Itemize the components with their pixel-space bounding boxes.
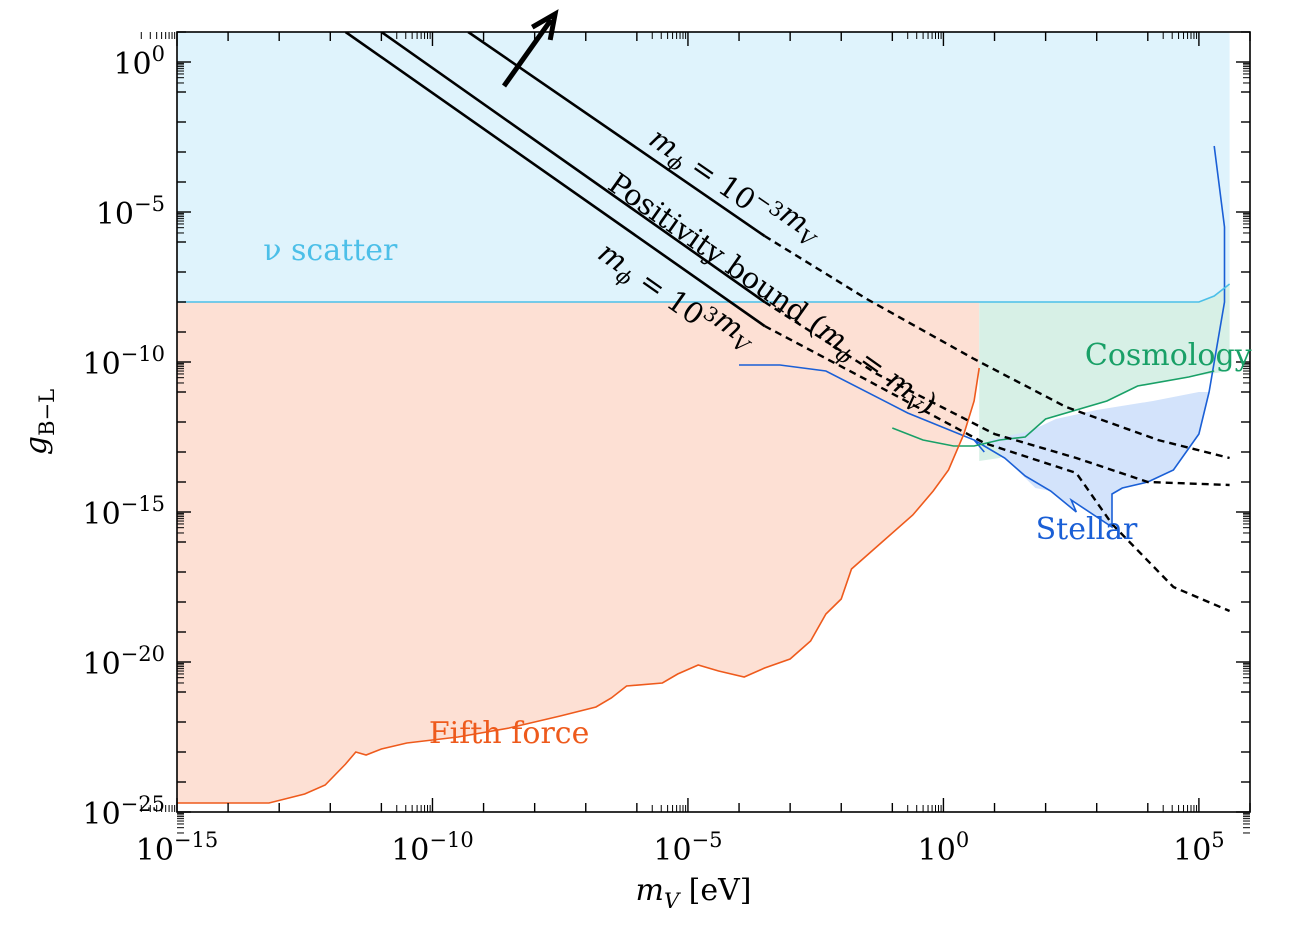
x-tick-label: 100 (918, 828, 970, 868)
region-fifth-force (177, 302, 980, 803)
region-label-fifth-force: Fifth force (429, 716, 590, 751)
y-tick-label: 10−5 (96, 192, 165, 232)
curve-cosmology-boundary (892, 370, 1215, 447)
y-tick-label: 10−15 (82, 492, 165, 532)
axes (140, 31, 1251, 834)
region-fills (177, 32, 1230, 803)
bound-lines (344, 32, 1231, 613)
region-boundaries (177, 145, 1231, 804)
x-tick-label: 10−15 (136, 828, 219, 868)
region-cosmology (979, 284, 1230, 461)
bound-line-dashed-2 (764, 324, 1231, 613)
x-axis-label: mV [eV] (636, 873, 752, 913)
y-tick-label: 100 (113, 42, 165, 82)
x-tick-label: 10−10 (391, 828, 474, 868)
bound-line-solid-2 (344, 32, 766, 328)
y-axis-label: gB−L (19, 389, 59, 455)
region-label-stellar: Stellar (1036, 512, 1138, 547)
bound-line-dashed-1 (763, 300, 1230, 487)
y-tick-label: 10−10 (82, 342, 165, 382)
positivity-arrow-head (530, 9, 559, 41)
x-tick-label: 105 (1173, 828, 1225, 868)
bound-line-dashed-0 (763, 234, 1230, 460)
curve-nu-scatter-boundary (177, 283, 1231, 303)
curve-fifth-force-boundary (177, 367, 980, 804)
y-tick-label: 10−25 (82, 792, 165, 832)
curve-stellar-boundary (739, 145, 1226, 529)
positivity-arrow-shaft (501, 18, 554, 88)
bound-line-solid-1 (380, 32, 766, 304)
x-tick-label: 10−5 (653, 828, 722, 868)
region-label-nu-scatter: ν scatter (263, 233, 398, 268)
region-label-cosmology: Cosmology (1085, 338, 1252, 373)
region-stellar (989, 392, 1210, 527)
y-tick-label: 10−20 (82, 642, 165, 682)
